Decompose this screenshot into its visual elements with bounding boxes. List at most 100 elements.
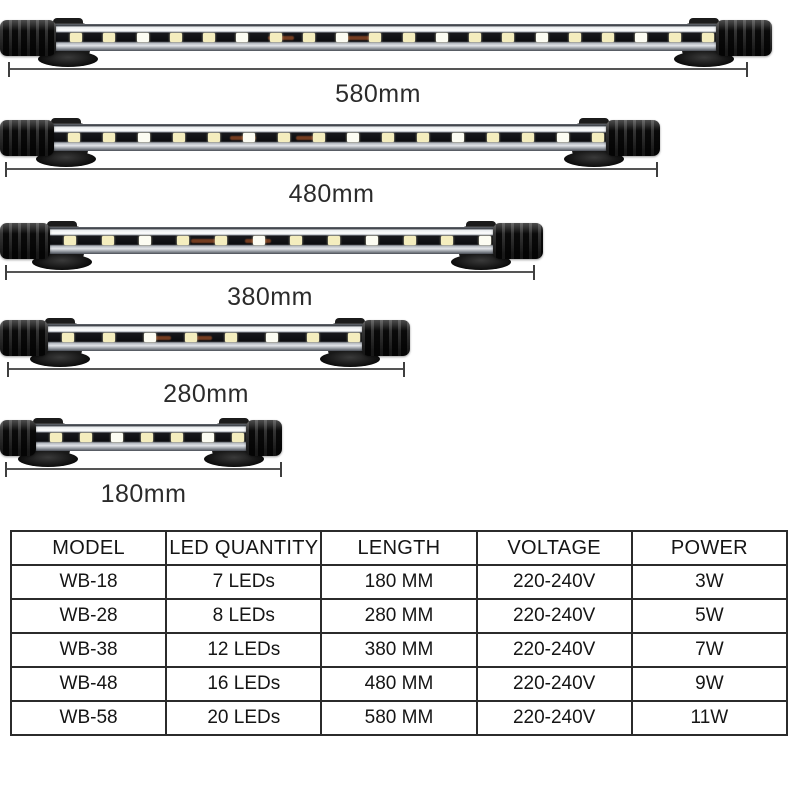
- led-chip: [103, 133, 115, 142]
- print-marking: [346, 36, 372, 40]
- bar-assembly: [0, 215, 543, 275]
- led-chip: [278, 133, 290, 142]
- cell: 7 LEDs: [165, 564, 323, 600]
- led-chip: [243, 133, 255, 142]
- led-chip: [592, 133, 604, 142]
- led-chip: [557, 133, 569, 142]
- suction-disc: [36, 151, 96, 167]
- led-chip: [266, 333, 278, 342]
- column-header: POWER: [630, 530, 789, 566]
- led-chip: [602, 33, 614, 42]
- led-chip: [208, 133, 220, 142]
- led-chip: [232, 433, 244, 442]
- dimension-label: 480mm: [288, 180, 375, 208]
- led-chip: [253, 236, 265, 245]
- led-chip: [141, 433, 153, 442]
- led-chip: [452, 133, 464, 142]
- led-bar-180mm: 180mm: [0, 412, 800, 516]
- dimension-label: 580mm: [335, 80, 421, 108]
- end-cap: [716, 20, 772, 56]
- bar-assembly: [0, 12, 772, 72]
- cell: 220-240V: [475, 598, 633, 634]
- bar-assembly: [0, 412, 282, 472]
- dimension: 580mm: [8, 62, 748, 110]
- print-marking: [296, 136, 322, 140]
- end-cap: [0, 223, 50, 259]
- cell: WB-38: [9, 632, 168, 668]
- column-header: LENGTH: [320, 530, 478, 566]
- cell: 16 LEDs: [165, 666, 323, 702]
- dimension-line: [5, 162, 658, 177]
- led-chip: [171, 433, 183, 442]
- cell: 220-240V: [475, 632, 633, 668]
- led-chip: [111, 433, 123, 442]
- led-chip: [502, 33, 514, 42]
- led-chip: [348, 333, 360, 342]
- led-chip: [441, 236, 453, 245]
- suction-disc: [38, 51, 98, 67]
- dimension: 380mm: [5, 265, 535, 313]
- led-chip: [417, 133, 429, 142]
- led-chip: [202, 433, 214, 442]
- end-cap: [0, 120, 54, 156]
- print-marking: [191, 239, 217, 243]
- led-chip: [270, 33, 282, 42]
- cell: 180 MM: [320, 564, 478, 600]
- cell: 580 MM: [320, 700, 478, 736]
- glass-tube: [6, 124, 654, 151]
- led-chip: [68, 133, 80, 142]
- led-chip: [479, 236, 491, 245]
- cell: WB-18: [9, 564, 168, 600]
- led-chip: [103, 333, 115, 342]
- suction-disc: [30, 351, 90, 367]
- end-cap: [0, 420, 36, 456]
- cell: WB-58: [9, 700, 168, 736]
- led-chip: [328, 236, 340, 245]
- dimension-line: [5, 462, 282, 477]
- cell: 8 LEDs: [165, 598, 323, 634]
- dimension-label: 180mm: [100, 480, 187, 508]
- led-chip: [103, 33, 115, 42]
- cell: 280 MM: [320, 598, 478, 634]
- led-chip: [702, 33, 714, 42]
- dimension-label: 280mm: [163, 380, 249, 408]
- suction-disc: [32, 254, 92, 270]
- dimension-label: 380mm: [227, 283, 313, 311]
- led-chip: [313, 133, 325, 142]
- led-chip: [404, 236, 416, 245]
- cell: 5W: [630, 598, 789, 634]
- cell: 11W: [630, 700, 789, 736]
- led-bar-280mm: 280mm: [0, 312, 800, 416]
- dimension: 180mm: [5, 462, 282, 510]
- end-cap: [362, 320, 410, 356]
- led-chip: [469, 33, 481, 42]
- end-cap: [0, 20, 56, 56]
- led-chip: [669, 33, 681, 42]
- led-chip: [307, 333, 319, 342]
- column-header: MODEL: [9, 530, 168, 566]
- end-cap: [0, 320, 48, 356]
- led-chip: [50, 433, 62, 442]
- led-chip: [215, 236, 227, 245]
- dimension: 480mm: [5, 162, 658, 210]
- led-chip: [382, 133, 394, 142]
- cell: 20 LEDs: [165, 700, 323, 736]
- end-cap: [246, 420, 282, 456]
- led-chip: [225, 333, 237, 342]
- led-chip: [137, 33, 149, 42]
- bar-assembly: [0, 112, 660, 172]
- led-chip: [569, 33, 581, 42]
- led-chip: [203, 33, 215, 42]
- cell: 7W: [630, 632, 789, 668]
- led-chip: [290, 236, 302, 245]
- led-chip: [144, 333, 156, 342]
- led-chip: [347, 133, 359, 142]
- column-header: VOLTAGE: [475, 530, 633, 566]
